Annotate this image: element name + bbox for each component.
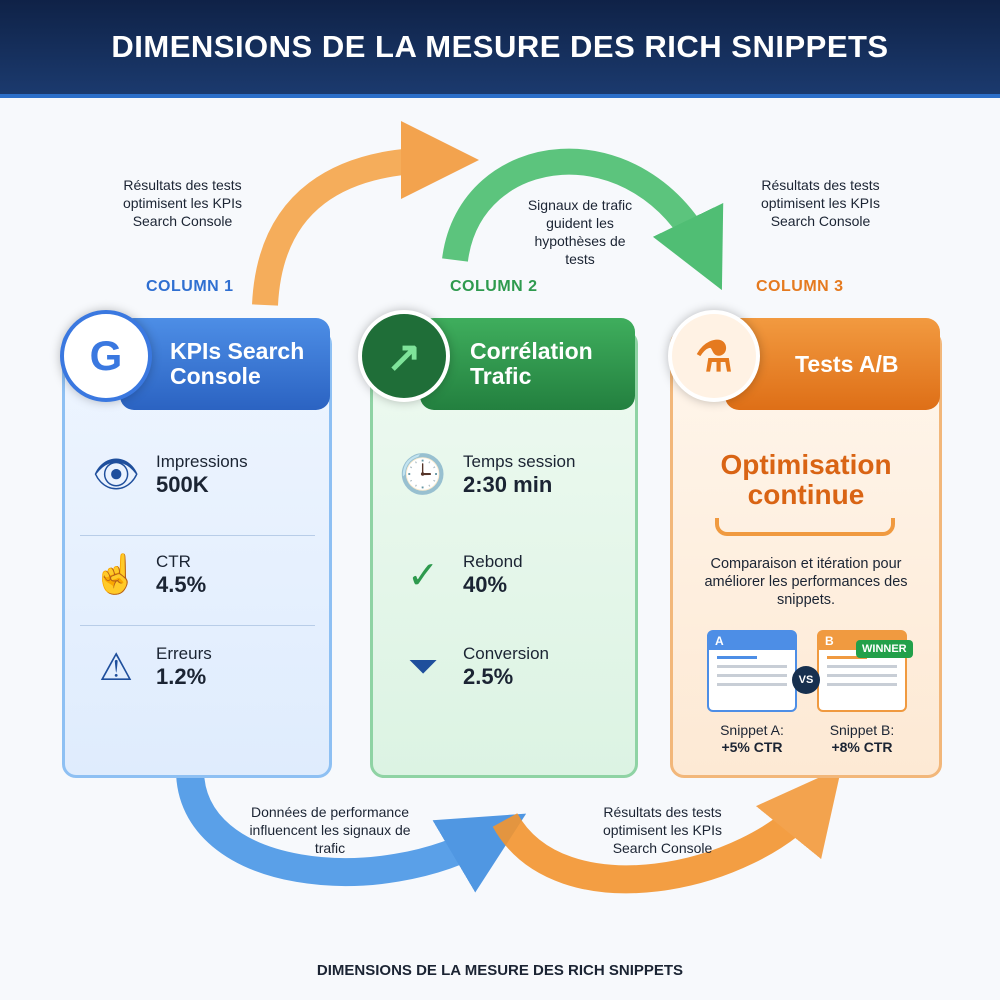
metric-value: 40% <box>463 572 508 597</box>
column-1-title: KPIs Search Console <box>170 338 305 389</box>
metric-value: 2.5% <box>463 664 514 689</box>
snippet-b-value: +8% CTR <box>831 739 893 755</box>
warning-icon: ⚠ <box>98 646 134 689</box>
metric-value: 2:30 min <box>463 472 553 497</box>
divider <box>80 625 315 626</box>
snippet-b-result: Snippet B:+8% CTR <box>810 722 914 756</box>
column-3-header: Tests A/B <box>725 318 940 410</box>
column-3-title: Tests A/B <box>795 350 899 377</box>
pointer-click-icon: ☝ <box>92 554 140 596</box>
snippet-b-label: Snippet B: <box>829 722 895 738</box>
note-bottom-left: Données de performance influencent les s… <box>249 804 411 856</box>
snippet-a-value: +5% CTR <box>721 739 783 755</box>
metric-label: Erreurs <box>156 644 212 663</box>
flask-icon: ⚗ <box>668 310 760 402</box>
footer-title: DIMENSIONS DE LA MESURE DES RICH SNIPPET… <box>316 962 684 979</box>
column-2-label: COLUMN 2 <box>450 278 538 295</box>
description: Comparaison et itération pour améliorer … <box>704 556 908 608</box>
column-2-header: Corrélation Trafic <box>420 318 635 410</box>
clock-icon: 🕒 <box>399 454 447 496</box>
bounce-icon: ✓ <box>407 554 439 597</box>
arrow-col2-to-col3 <box>442 148 724 291</box>
note-top-left: Résultats des tests optimisent les KPIs … <box>122 177 243 229</box>
loop-arrow-icon <box>715 518 895 536</box>
arrow-col1-to-col2 <box>252 121 479 306</box>
arrow-col1-bottom <box>176 769 527 893</box>
metric-value: 1.2% <box>156 664 207 689</box>
eye-icon: 👁 <box>91 454 141 496</box>
google-search-icon: G <box>60 310 152 402</box>
snippet-a-label: Snippet A: <box>720 722 784 738</box>
winner-badge: WINNER <box>856 640 913 658</box>
column-2-title: Corrélation Trafic <box>470 338 593 389</box>
metric-value: 500K <box>156 472 209 497</box>
vs-badge: VS <box>792 666 820 694</box>
metric-label: Conversion <box>463 644 549 663</box>
arrow-col3-bottom <box>492 767 842 894</box>
headline: Optimisation continue <box>720 449 892 510</box>
metric-label: Temps session <box>463 452 576 471</box>
note-bottom-right: Résultats des tests optimisent les KPIs … <box>602 804 723 856</box>
divider <box>80 535 315 536</box>
column-3-label: COLUMN 3 <box>756 278 844 295</box>
snippet-a-result: Snippet A:+5% CTR <box>700 722 804 756</box>
header-banner: DIMENSIONS DE LA MESURE DES RICH SNIPPET… <box>0 0 1000 98</box>
note-top-center: Signaux de trafic guident les hypothèses… <box>527 197 633 267</box>
snippet-a-tag: A <box>709 632 795 650</box>
page-title: DIMENSIONS DE LA MESURE DES RICH SNIPPET… <box>111 29 889 64</box>
metric-label: Rebond <box>463 552 523 571</box>
metric-value: 4.5% <box>156 572 207 597</box>
snippet-a-card: A <box>707 630 797 712</box>
growth-chart-icon: ↗ <box>358 310 450 402</box>
note-top-right: Résultats des tests optimisent les KPIs … <box>760 177 881 229</box>
metric-label: CTR <box>156 552 191 571</box>
funnel-icon: ⏷ <box>407 645 439 688</box>
column-1-header: KPIs Search Console <box>120 318 330 410</box>
column-1-label: COLUMN 1 <box>146 278 234 295</box>
metric-label: Impressions <box>156 452 248 471</box>
